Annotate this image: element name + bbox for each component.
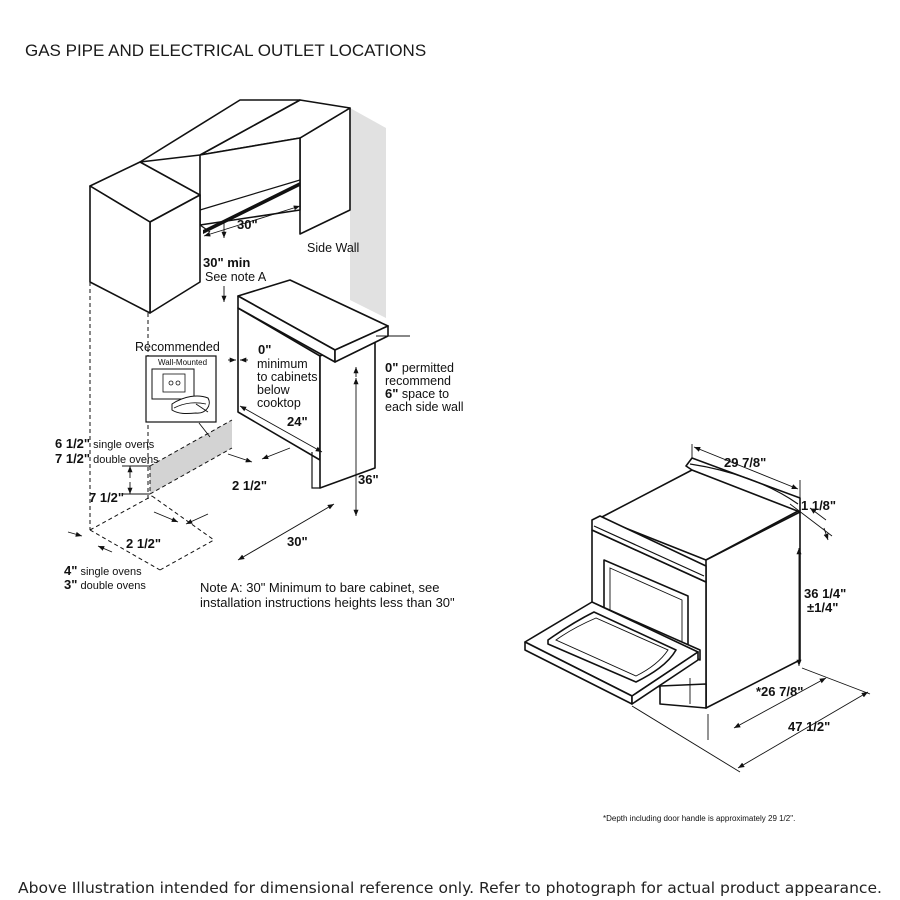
- side-wall-clearance-value: 0": [385, 360, 398, 375]
- floor-outline: [89, 282, 215, 571]
- dim-range-depth: *26 7/8": [756, 684, 803, 699]
- min-cabinet-l2: minimum: [257, 357, 308, 371]
- min-cabinet-l3: to cabinets: [257, 370, 317, 384]
- height-single-text: single ovens: [90, 439, 155, 451]
- dim-range-depth-open: 47 1/2": [788, 719, 830, 734]
- range-diagram: [524, 457, 801, 709]
- depth-footnote: *Depth including door handle is approxim…: [603, 814, 795, 823]
- side-wall-clearance-text: permitted: [398, 361, 454, 375]
- dim-offset-a: 2 1/2": [232, 478, 267, 493]
- dim-zone-height: 7 1/2": [89, 490, 124, 505]
- side-wall-space-value: 6": [385, 386, 398, 401]
- dim-offset-b: 2 1/2": [126, 536, 161, 551]
- side-wall-clearance-l3: 6" space to: [385, 386, 449, 401]
- dim-range-width: 29 7/8": [724, 455, 766, 470]
- recommended-label: Recommended: [135, 340, 220, 354]
- side-wall-clearance-l1: 0" permitted: [385, 360, 454, 375]
- dim-height-36: 36": [358, 472, 379, 487]
- side-single-value: 4": [64, 563, 77, 578]
- side-wall-clearance-l4: each side wall: [385, 400, 464, 414]
- note-a-line1: Note A: 30" Minimum to bare cabinet, see: [200, 580, 439, 595]
- dim-range-backguard: 1 1/8": [801, 498, 836, 513]
- height-double-ovens: 7 1/2" double ovens: [55, 451, 159, 466]
- clearance-above-line2: See note A: [205, 270, 267, 284]
- wall-mounted-inset: [145, 355, 217, 438]
- side-single-text: single ovens: [77, 566, 142, 578]
- dim-width-30: 30": [287, 534, 308, 549]
- clearance-above-line1: 30" min: [203, 255, 250, 270]
- height-single-value: 6 1/2": [55, 436, 90, 451]
- dim-range-height-l1: 36 1/4": [804, 586, 846, 601]
- footer-disclaimer: Above Illustration intended for dimensio…: [18, 879, 882, 897]
- min-cabinet-l4: below: [257, 383, 291, 397]
- height-double-value: 7 1/2": [55, 451, 90, 466]
- side-double-value: 3": [64, 577, 77, 592]
- height-double-text: double ovens: [90, 454, 159, 466]
- side-wall-label: Side Wall: [307, 241, 359, 255]
- side-single-ovens: 4" single ovens: [64, 563, 142, 578]
- side-wall-space-text: space to: [398, 387, 449, 401]
- dim-depth-24: 24": [287, 414, 308, 429]
- side-double-ovens: 3" double ovens: [64, 577, 146, 592]
- side-wall-clearance-l2: recommend: [385, 374, 451, 388]
- outlet-zone: [150, 420, 232, 494]
- side-double-text: double ovens: [77, 580, 146, 592]
- dim-range-height-l2: ±1/4": [807, 600, 838, 615]
- height-single-ovens: 6 1/2" single ovens: [55, 436, 155, 451]
- side-wall-shade: [350, 108, 386, 318]
- installation-diagram: 30" 30" min See note A Side Wall Recomme…: [55, 99, 464, 610]
- dim-hood-width: 30": [237, 217, 258, 232]
- min-cabinet-l1: 0": [258, 342, 271, 357]
- wall-mounted-label: Wall-Mounted: [158, 358, 207, 367]
- page-title: GAS PIPE AND ELECTRICAL OUTLET LOCATIONS: [25, 41, 426, 60]
- note-a-line2: installation instructions heights less t…: [200, 595, 455, 610]
- min-cabinet-l5: cooktop: [257, 396, 301, 410]
